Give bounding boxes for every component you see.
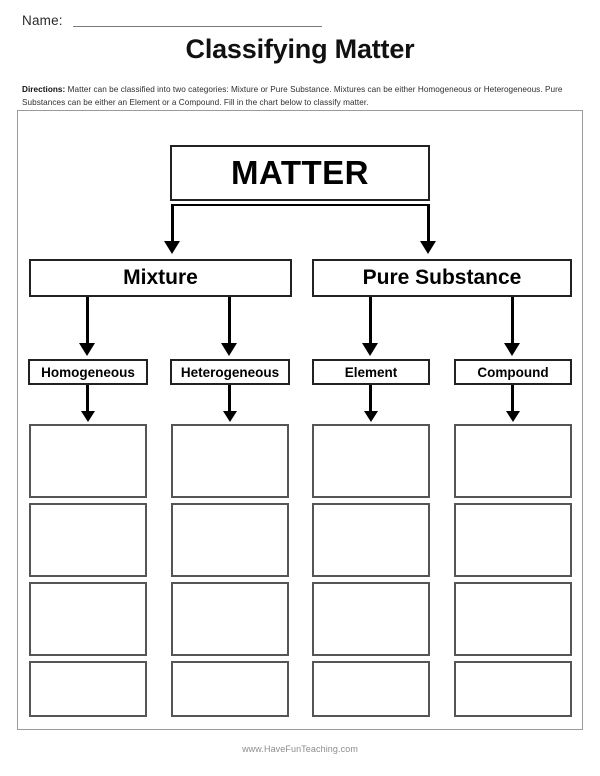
connector-pure-substance-to-element xyxy=(369,297,373,345)
flow-box-compound: Compound xyxy=(454,359,572,385)
arrow-head-heterogeneous-to-answer xyxy=(222,411,237,422)
name-write-line[interactable] xyxy=(72,25,322,27)
answer-box-r1-c2[interactable] xyxy=(171,424,289,498)
answer-box-r3-c1[interactable] xyxy=(29,582,147,656)
connector-element-to-answer xyxy=(369,385,373,413)
answer-box-r3-c4[interactable] xyxy=(454,582,572,656)
answer-box-r3-c2[interactable] xyxy=(171,582,289,656)
flow-box-matter: MATTER xyxy=(170,145,430,201)
flow-box-pure-substance: Pure Substance xyxy=(312,259,572,297)
connector-homogeneous-to-answer xyxy=(86,385,90,413)
arrow-head-matter-to-pure-substance xyxy=(420,241,437,254)
connector-matter-horizontal xyxy=(171,204,430,207)
answer-box-r1-c3[interactable] xyxy=(312,424,430,498)
flow-box-heterogeneous: Heterogeneous xyxy=(170,359,290,385)
flow-box-mixture: Mixture xyxy=(29,259,292,297)
connector-mixture-to-homogeneous xyxy=(86,297,90,345)
answer-box-r2-c2[interactable] xyxy=(171,503,289,577)
answer-box-r4-c4[interactable] xyxy=(454,661,572,717)
connector-heterogeneous-to-answer xyxy=(228,385,232,413)
connector-pure-substance-to-compound xyxy=(511,297,515,345)
directions-label: Directions: xyxy=(22,85,66,94)
connector-matter-to-pure-substance xyxy=(427,204,431,243)
name-field-row: Name: xyxy=(22,14,322,30)
arrow-head-element-to-answer xyxy=(363,411,378,422)
arrow-head-compound-to-answer xyxy=(505,411,520,422)
directions-paragraph: Directions: Matter can be classified int… xyxy=(22,83,578,110)
arrow-head-matter-to-mixture xyxy=(164,241,181,254)
answer-box-r2-c3[interactable] xyxy=(312,503,430,577)
answer-box-r1-c4[interactable] xyxy=(454,424,572,498)
footer-website: www.HaveFunTeaching.com xyxy=(242,744,358,754)
connector-mixture-to-heterogeneous xyxy=(228,297,232,345)
arrow-head-pure-substance-to-compound xyxy=(504,343,521,356)
arrow-head-mixture-to-homogeneous xyxy=(79,343,96,356)
connector-matter-to-mixture xyxy=(171,204,175,243)
answer-box-r4-c2[interactable] xyxy=(171,661,289,717)
answer-box-r3-c3[interactable] xyxy=(312,582,430,656)
answer-box-r4-c1[interactable] xyxy=(29,661,147,717)
name-label: Name: xyxy=(22,13,63,28)
answer-box-r2-c1[interactable] xyxy=(29,503,147,577)
flow-box-element: Element xyxy=(312,359,430,385)
connector-compound-to-answer xyxy=(511,385,515,413)
flow-box-homogeneous: Homogeneous xyxy=(28,359,148,385)
arrow-head-mixture-to-heterogeneous xyxy=(221,343,238,356)
page-title: Classifying Matter xyxy=(185,34,415,64)
answer-box-r2-c4[interactable] xyxy=(454,503,572,577)
arrow-head-homogeneous-to-answer xyxy=(80,411,95,422)
answer-box-r4-c3[interactable] xyxy=(312,661,430,717)
arrow-head-pure-substance-to-element xyxy=(362,343,379,356)
answer-box-r1-c1[interactable] xyxy=(29,424,147,498)
directions-text: Matter can be classified into two catego… xyxy=(22,85,563,108)
